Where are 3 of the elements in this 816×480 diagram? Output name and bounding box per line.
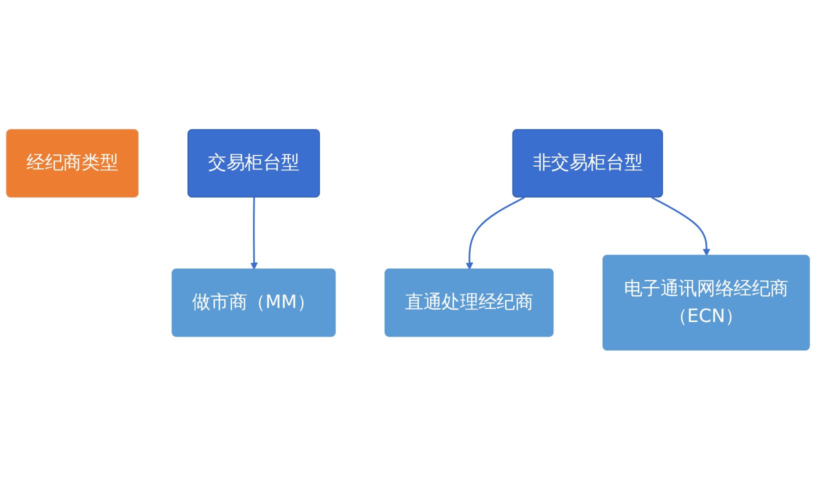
arrow xyxy=(250,198,258,270)
arrow xyxy=(651,196,710,256)
arrow xyxy=(466,196,525,270)
